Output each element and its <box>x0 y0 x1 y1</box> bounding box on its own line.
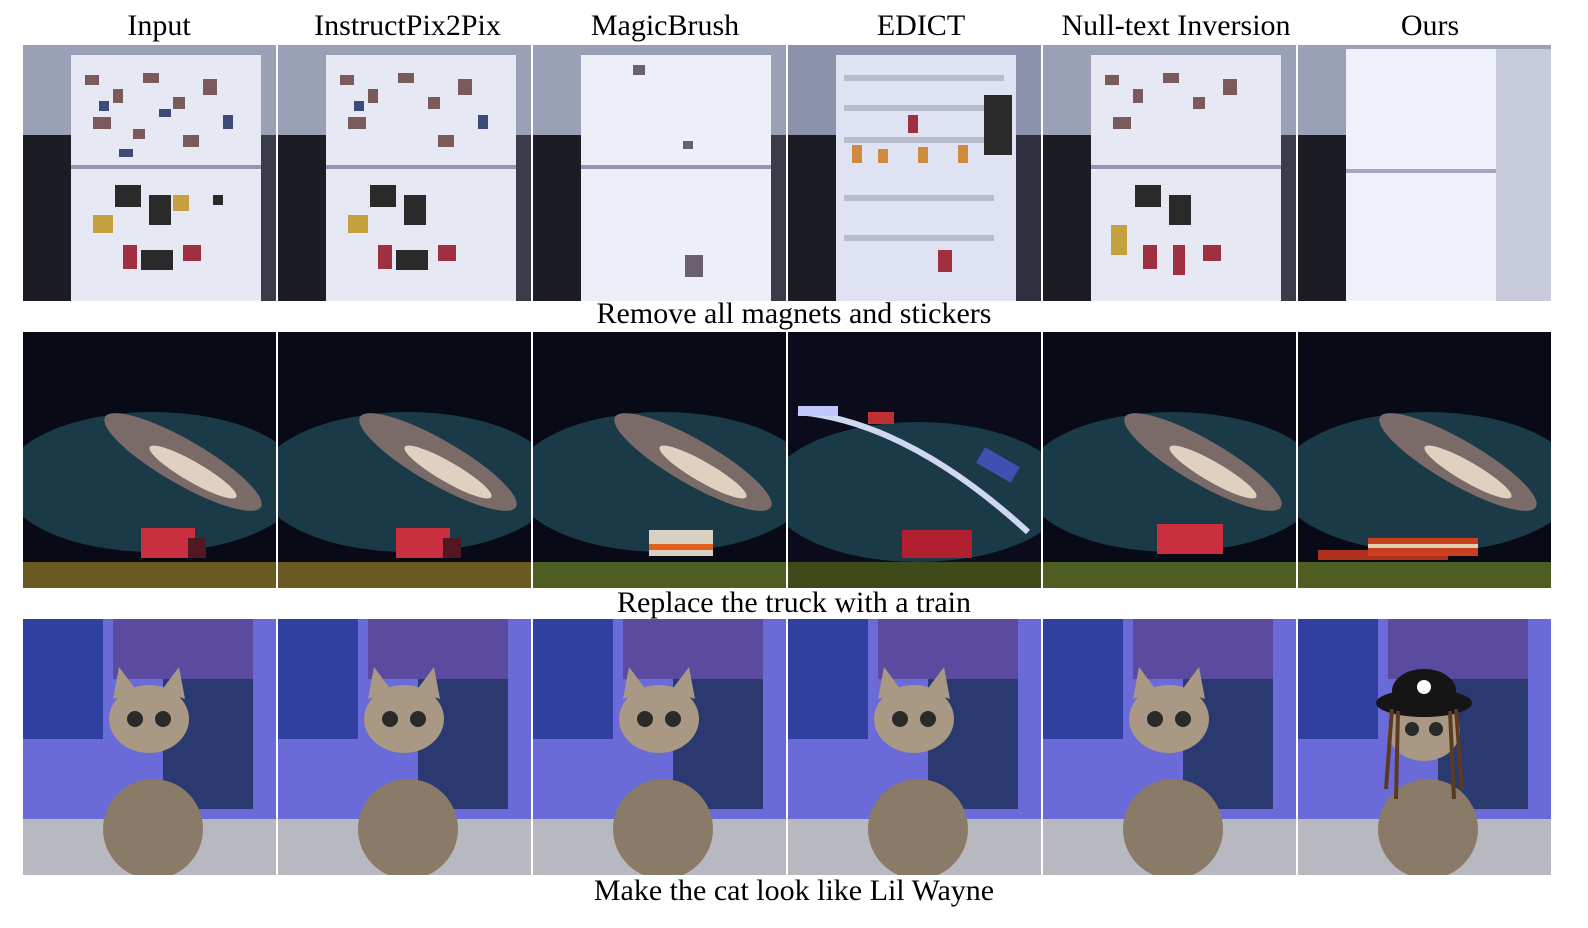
kitten-input-image <box>23 619 276 875</box>
image-row-fridge <box>23 45 1552 301</box>
column-header-null-text-inversion: Null-text Inversion <box>1061 9 1291 42</box>
fridge-null-text-inversion-image <box>1043 45 1296 301</box>
kitten-edict-image <box>788 619 1041 875</box>
image-row-night-sky <box>23 332 1552 588</box>
image-row-kitten <box>23 619 1552 875</box>
kitten-null-text-inversion-image <box>1043 619 1296 875</box>
night-sky-edict-image <box>788 332 1041 588</box>
row-caption-lil-wayne: Make the cat look like Lil Wayne <box>593 874 995 907</box>
column-header-ours: Ours <box>1400 9 1460 42</box>
row-caption-replace-truck: Replace the truck with a train <box>616 586 972 619</box>
fridge-instructpix2pix-image <box>278 45 531 301</box>
kitten-ours-image <box>1298 619 1551 875</box>
row-caption-remove-magnets: Remove all magnets and stickers <box>596 297 992 330</box>
night-sky-null-text-inversion-image <box>1043 332 1296 588</box>
night-sky-magicbrush-image <box>533 332 786 588</box>
kitten-instructpix2pix-image <box>278 619 531 875</box>
fridge-edict-image <box>788 45 1041 301</box>
column-header-edict: EDICT <box>876 9 966 42</box>
fridge-input-image <box>23 45 276 301</box>
column-header-magicbrush: MagicBrush <box>590 9 740 42</box>
fridge-magicbrush-image <box>533 45 786 301</box>
night-sky-input-image <box>23 332 276 588</box>
column-header-input: Input <box>127 9 191 42</box>
kitten-magicbrush-image <box>533 619 786 875</box>
night-sky-instructpix2pix-image <box>278 332 531 588</box>
fridge-ours-image <box>1298 45 1551 301</box>
column-header-instructpix2pix: InstructPix2Pix <box>314 9 501 42</box>
night-sky-ours-image <box>1298 332 1551 588</box>
